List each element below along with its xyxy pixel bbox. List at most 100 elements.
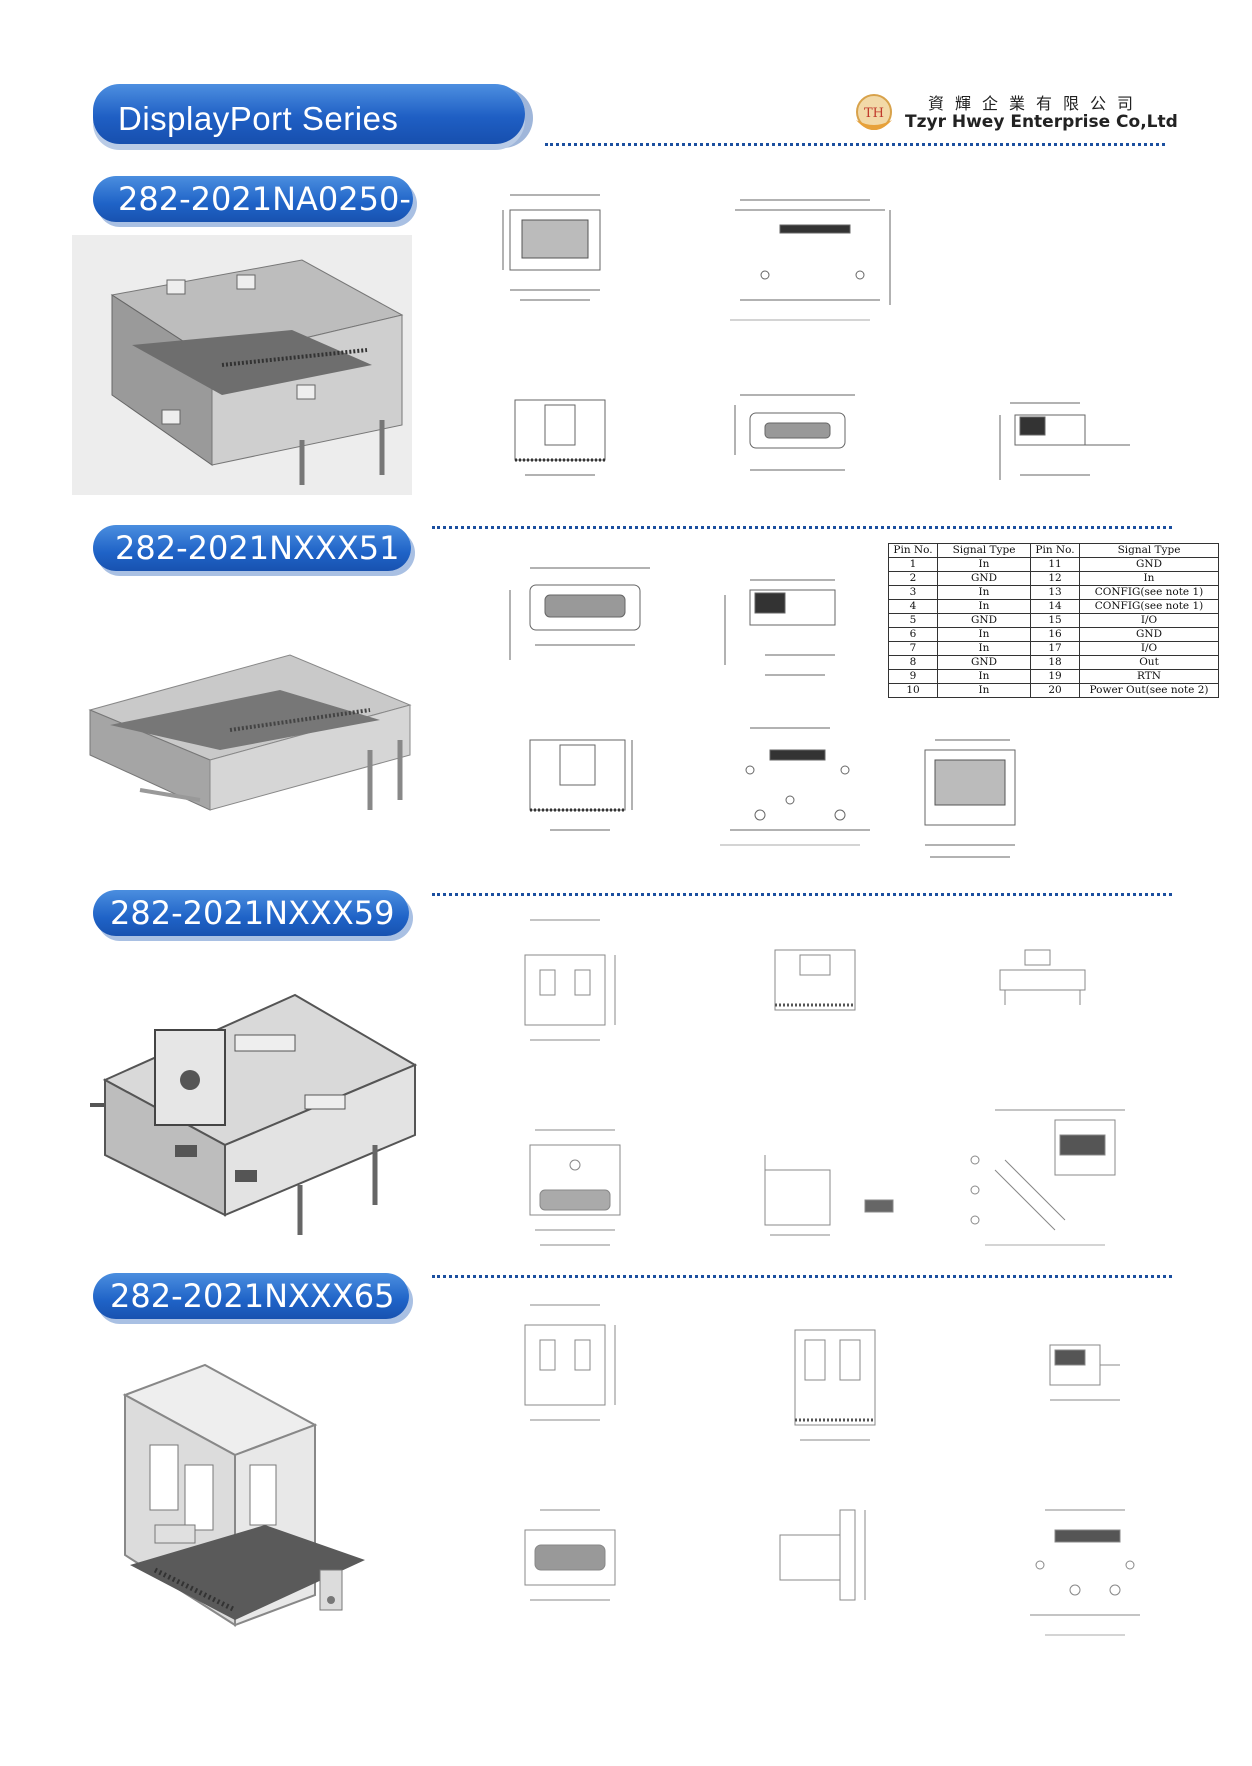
table-cell: GND	[937, 655, 1031, 670]
connector-photo	[115, 1355, 395, 1630]
table-cell: 3	[888, 585, 938, 600]
pin-assignment-table: Pin No. Signal Type Pin No. Signal Type …	[888, 543, 1219, 698]
table-header-row: Pin No. Signal Type Pin No. Signal Type	[888, 543, 1219, 558]
table-cell: 6	[888, 627, 938, 642]
section-divider	[432, 1275, 1172, 1278]
table-cell: 10	[888, 683, 938, 698]
technical-drawing	[910, 735, 1030, 865]
table-cell: RTN	[1079, 669, 1219, 684]
technical-drawing	[750, 1150, 900, 1250]
company-name-chinese: 資輝企業有限公司	[928, 94, 1145, 113]
technical-drawing	[505, 915, 635, 1055]
table-cell: 5	[888, 613, 938, 628]
table-cell: 12	[1030, 571, 1080, 586]
table-cell: I/O	[1079, 613, 1219, 628]
part-label-pill	[93, 890, 409, 936]
table-cell: GND	[937, 571, 1031, 586]
technical-drawing	[710, 720, 880, 860]
part-label-pill	[93, 525, 411, 571]
technical-drawing	[725, 385, 865, 485]
technical-drawing	[765, 945, 865, 1025]
table-cell: In	[937, 599, 1031, 614]
section-divider	[432, 893, 1172, 896]
technical-drawing	[955, 1100, 1145, 1260]
table-cell: GND	[1079, 557, 1219, 572]
table-cell: 14	[1030, 599, 1080, 614]
table-cell: In	[937, 669, 1031, 684]
table-cell: 20	[1030, 683, 1080, 698]
table-cell: 18	[1030, 655, 1080, 670]
technical-drawing	[1040, 1335, 1140, 1415]
technical-drawing	[500, 1505, 630, 1615]
technical-drawing	[720, 180, 900, 330]
table-cell: In	[937, 641, 1031, 656]
table-cell: Power Out(see note 2)	[1079, 683, 1219, 698]
table-cell: In	[937, 627, 1031, 642]
column-header: Pin No.	[888, 543, 938, 558]
technical-drawing	[520, 730, 640, 840]
company-name-english: Tzyr Hwey Enterprise Co,Ltd	[905, 112, 1178, 132]
technical-drawing	[505, 1300, 635, 1430]
part-label-pill	[93, 1273, 409, 1319]
table-cell: I/O	[1079, 641, 1219, 656]
table-cell: 13	[1030, 585, 1080, 600]
table-cell: 11	[1030, 557, 1080, 572]
table-cell: 1	[888, 557, 938, 572]
table-cell: 9	[888, 669, 938, 684]
technical-drawing	[1015, 1505, 1155, 1645]
technical-drawing	[715, 575, 865, 695]
table-cell: CONFIG(see note 1)	[1079, 585, 1219, 600]
connector-photo	[85, 985, 425, 1245]
table-cell: Out	[1079, 655, 1219, 670]
table-cell: 16	[1030, 627, 1080, 642]
table-cell: In	[937, 585, 1031, 600]
section-divider	[432, 526, 1172, 529]
table-cell: GND	[937, 613, 1031, 628]
series-title: DisplayPort Series	[118, 100, 399, 137]
table-cell: 2	[888, 571, 938, 586]
table-cell: 4	[888, 599, 938, 614]
part-number-label: 282-2021NXXX65	[110, 1277, 395, 1315]
table-cell: In	[937, 683, 1031, 698]
technical-drawing	[505, 1125, 645, 1255]
technical-drawing	[770, 1500, 880, 1610]
header-divider	[545, 143, 1165, 146]
table-cell: GND	[1079, 627, 1219, 642]
technical-drawing	[995, 945, 1095, 1015]
technical-drawing	[500, 190, 615, 315]
part-number-label: 282-2021NA0250-	[118, 180, 411, 218]
table-cell: CONFIG(see note 1)	[1079, 599, 1219, 614]
column-header: Signal Type	[937, 543, 1031, 558]
table-cell: 8	[888, 655, 938, 670]
technical-drawing	[500, 560, 660, 670]
column-header: Signal Type	[1079, 543, 1219, 558]
column-header: Pin No.	[1030, 543, 1080, 558]
table-cell: In	[1079, 571, 1219, 586]
table-cell: 19	[1030, 669, 1080, 684]
technical-drawing	[505, 395, 620, 490]
table-cell: In	[937, 557, 1031, 572]
table-cell: 7	[888, 641, 938, 656]
part-number-label: 282-2021NXXX51	[115, 529, 400, 567]
svg-text:TH: TH	[864, 106, 884, 121]
part-number-label: 282-2021NXXX59	[110, 894, 395, 932]
connector-photo	[72, 235, 412, 495]
table-cell: 17	[1030, 641, 1080, 656]
technical-drawing	[990, 395, 1140, 495]
company-logo-icon: TH	[856, 94, 892, 130]
part-label-pill	[93, 176, 413, 222]
connector-photo	[80, 650, 420, 820]
series-banner	[93, 84, 525, 144]
technical-drawing	[785, 1320, 905, 1450]
table-cell: 15	[1030, 613, 1080, 628]
